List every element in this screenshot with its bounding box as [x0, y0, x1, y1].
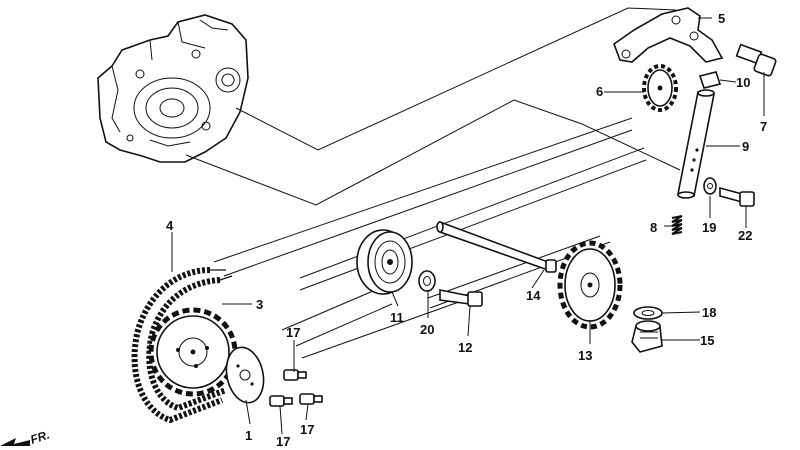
callout-15: 15	[700, 333, 714, 348]
leader-lines	[185, 7, 681, 359]
callout-10: 10	[736, 75, 750, 90]
washer-20	[418, 270, 436, 292]
tensioner-roller	[356, 229, 413, 295]
tensioner-sprocket-6	[642, 64, 678, 112]
callout-22: 22	[738, 228, 752, 243]
spring-8	[671, 215, 683, 235]
tensioner-arm	[613, 7, 724, 63]
tensioner-sprocket	[557, 240, 623, 330]
callout-8: 8	[650, 220, 657, 235]
callout-9: 9	[742, 139, 749, 154]
sealing-bolt-15	[631, 320, 663, 353]
shaft-14	[436, 220, 557, 273]
callout-4: 4	[166, 218, 174, 233]
callout-1: 1	[245, 428, 252, 443]
bolt-7	[735, 43, 777, 77]
callout-17b: 17	[276, 434, 290, 449]
bolt-22	[719, 186, 755, 207]
bolts-17	[269, 369, 323, 407]
callouts: 1 3 4 5 6 7 8 9 10 11 12 13 14 15 17 17 …	[166, 11, 767, 449]
callout-17c: 17	[300, 422, 314, 437]
washer-18	[633, 306, 663, 320]
front-direction-tag: FR.	[0, 428, 51, 447]
callout-19: 19	[702, 220, 716, 235]
washer-19	[703, 177, 717, 195]
callout-20: 20	[420, 322, 434, 337]
cam-plate	[225, 346, 265, 404]
cap-10	[698, 71, 722, 89]
bolt-12	[439, 289, 483, 307]
callout-12: 12	[458, 340, 472, 355]
callout-7: 7	[760, 119, 767, 134]
callout-13: 13	[578, 348, 592, 363]
pushrod-9	[677, 89, 715, 199]
callout-6: 6	[596, 84, 603, 99]
front-tag-label: FR.	[29, 428, 52, 447]
callout-17a: 17	[286, 325, 300, 340]
callout-5: 5	[718, 11, 725, 26]
callout-3: 3	[256, 297, 263, 312]
crankcase	[97, 14, 249, 163]
callout-11: 11	[390, 310, 404, 325]
cam-sprocket	[148, 307, 238, 397]
cam-chain	[131, 267, 233, 424]
callout-14: 14	[526, 288, 541, 303]
callout-18: 18	[702, 305, 716, 320]
callout-leaders	[171, 17, 765, 435]
